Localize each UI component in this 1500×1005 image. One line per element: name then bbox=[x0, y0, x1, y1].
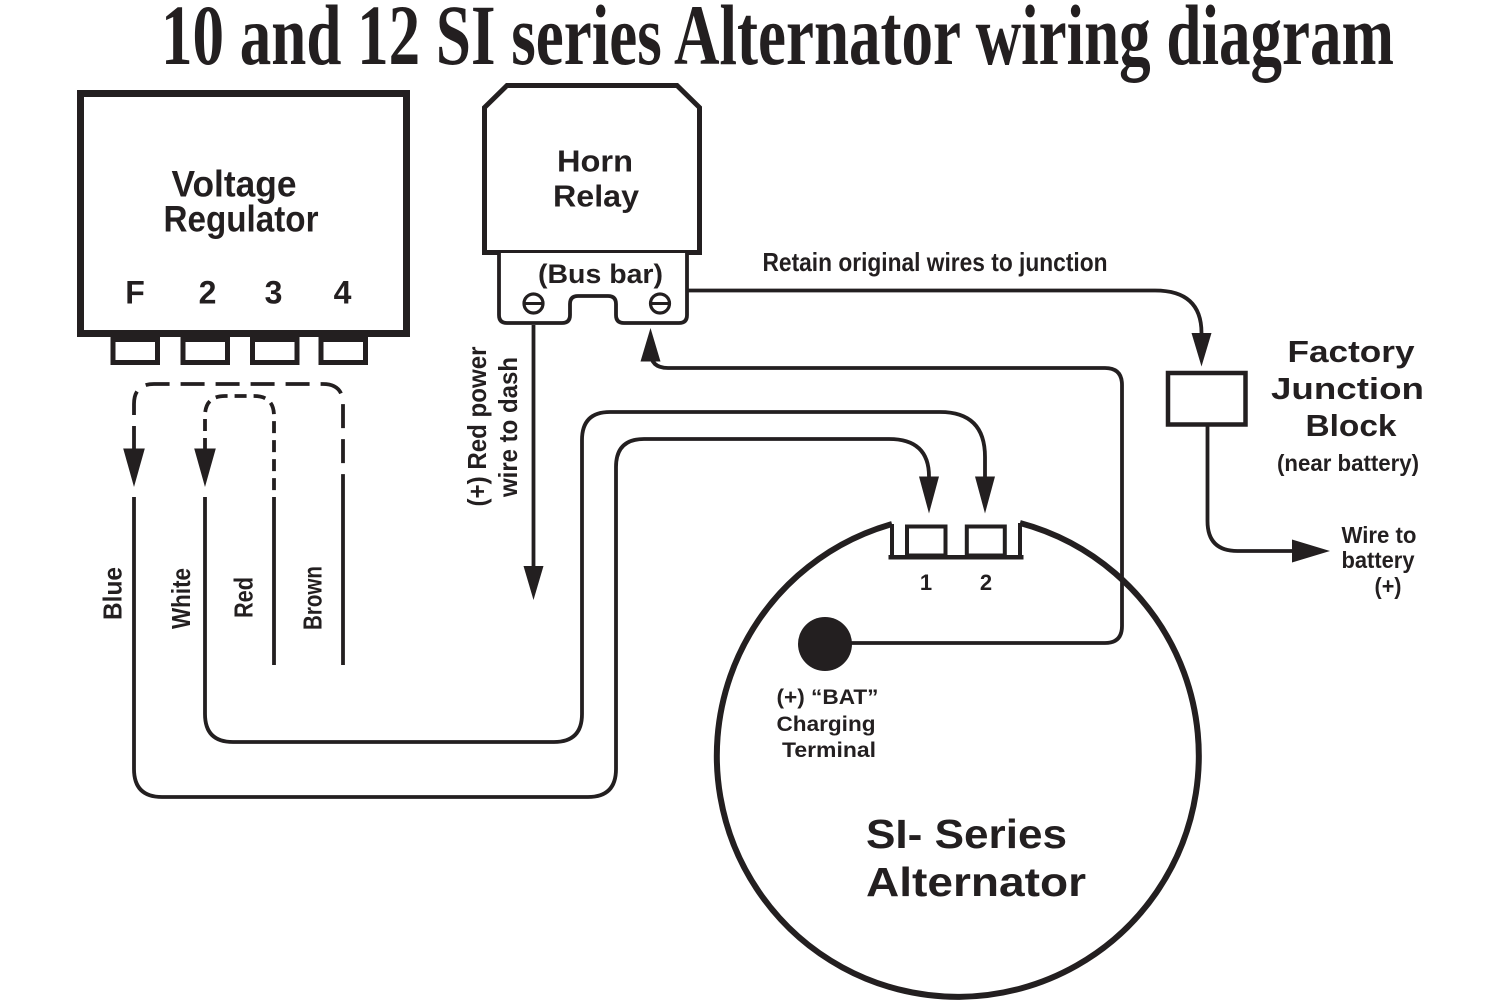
svg-text:Alternator: Alternator bbox=[866, 859, 1086, 905]
svg-text:3: 3 bbox=[265, 275, 283, 311]
svg-text:Block: Block bbox=[1306, 408, 1398, 443]
svg-text:Regulator: Regulator bbox=[164, 199, 319, 240]
svg-text:(+): (+) bbox=[1375, 573, 1402, 599]
svg-text:battery: battery bbox=[1342, 547, 1415, 573]
svg-text:(Bus bar): (Bus bar) bbox=[538, 259, 663, 289]
svg-text:White: White bbox=[166, 568, 196, 629]
svg-text:Horn: Horn bbox=[557, 144, 633, 179]
svg-text:F: F bbox=[125, 275, 145, 311]
svg-text:2: 2 bbox=[980, 570, 992, 595]
svg-text:2: 2 bbox=[199, 275, 217, 311]
svg-text:Relay: Relay bbox=[553, 179, 640, 214]
svg-text:Voltage: Voltage bbox=[172, 164, 297, 205]
svg-text:Wire to: Wire to bbox=[1342, 522, 1417, 548]
svg-text:wire to dash: wire to dash bbox=[493, 357, 523, 498]
svg-text:(+) Red power: (+) Red power bbox=[462, 347, 492, 507]
svg-text:SI- Series: SI- Series bbox=[866, 811, 1067, 857]
svg-text:Brown: Brown bbox=[298, 566, 328, 630]
svg-text:4: 4 bbox=[334, 275, 352, 311]
svg-text:Terminal: Terminal bbox=[782, 738, 876, 762]
svg-text:(near battery): (near battery) bbox=[1277, 450, 1419, 476]
svg-text:1: 1 bbox=[920, 570, 932, 595]
svg-text:Charging: Charging bbox=[777, 712, 876, 736]
svg-text:(+) “BAT”: (+) “BAT” bbox=[777, 685, 879, 709]
svg-text:Junction: Junction bbox=[1271, 371, 1424, 406]
svg-text:Retain original wires to junct: Retain original wires to junction bbox=[763, 247, 1108, 277]
svg-text:Red: Red bbox=[229, 577, 259, 618]
svg-text:10 and 12 SI series Alternator: 10 and 12 SI series Alternator wiring di… bbox=[161, 0, 1394, 83]
svg-text:Blue: Blue bbox=[98, 567, 128, 620]
svg-text:Factory: Factory bbox=[1288, 334, 1416, 369]
